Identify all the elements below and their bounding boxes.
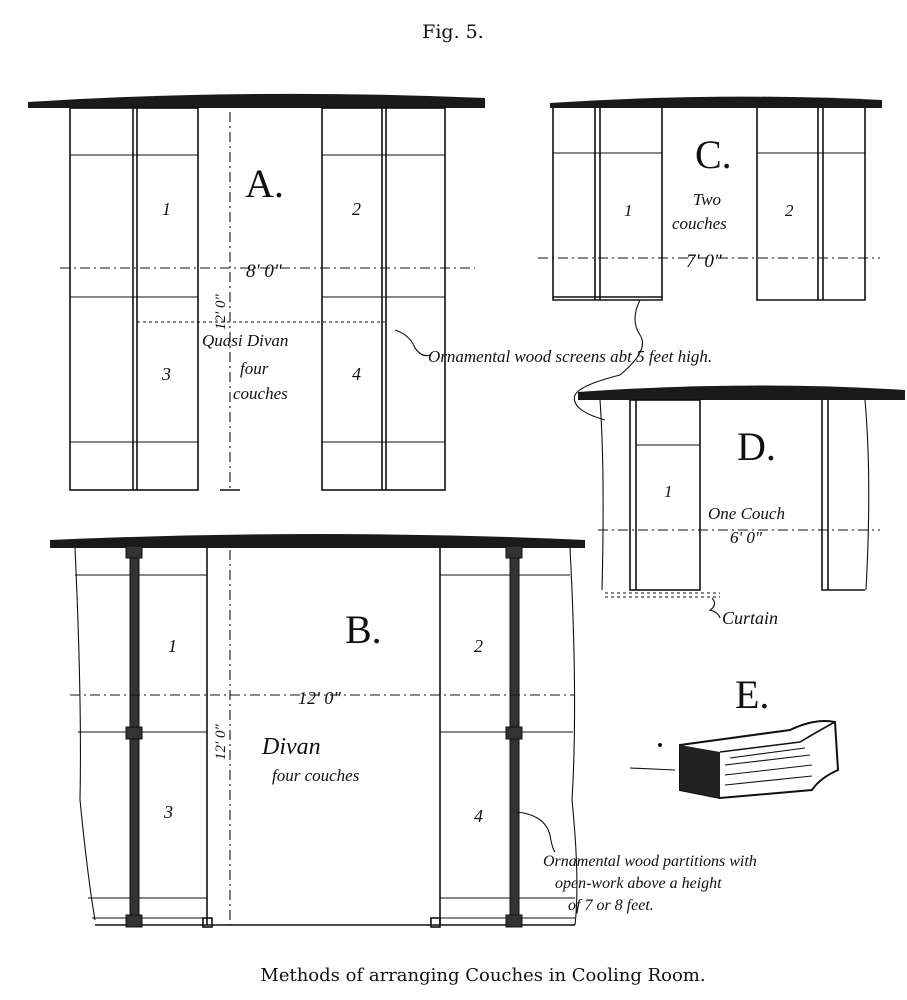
headrest-block-drawing (629, 720, 840, 800)
height-dimension: 12' 0" (213, 724, 229, 760)
panel-label: D. (737, 424, 776, 469)
panel-a: A. 1 2 3 4 8' 0" 12' 0" Quasi Divan four… (28, 93, 485, 491)
couch-number: 4 (352, 364, 361, 384)
panel-label: C. (695, 132, 732, 177)
panel-label: B. (345, 607, 382, 652)
figure-label: Fig. 5. (422, 21, 484, 43)
arrangement-title: four couches (272, 766, 360, 785)
couch-number: 2 (474, 636, 483, 656)
note-partitions: Ornamental wood partitions with (543, 853, 757, 870)
couch-number: 3 (163, 802, 173, 822)
couch-number: 1 (162, 199, 171, 219)
panel-label: A. (245, 161, 284, 206)
couch-number: 2 (352, 199, 361, 219)
figure-caption: Methods of arranging Couches in Cooling … (260, 965, 705, 986)
ceiling-a (28, 93, 485, 108)
couch-number: 1 (624, 201, 633, 220)
ceiling-b (50, 534, 585, 548)
width-dimension: 8' 0" (246, 261, 283, 282)
panel-d: D. 1 One Couch 6' 0" Curtain (578, 385, 905, 628)
arrangement-title: couches (233, 384, 288, 403)
ceiling-d (578, 385, 905, 400)
arrangement-title: Two (693, 190, 721, 209)
couch-number: 1 (168, 636, 177, 656)
couch-number: 2 (785, 201, 794, 220)
arrangement-title: four (240, 359, 269, 378)
arrangement-title: Divan (261, 734, 321, 760)
arrangement-title: One Couch (708, 504, 785, 523)
note-partitions: open-work above a height (555, 875, 722, 892)
couch-block-right (321, 107, 446, 491)
width-dimension: 12' 0" (298, 688, 341, 708)
panel-e: E. (629, 672, 840, 800)
curtain-label: Curtain (722, 608, 778, 628)
arrangement-title: couches (672, 214, 727, 233)
note-screens: Ornamental wood screens abt 5 feet high. (428, 347, 712, 366)
couch-block-left (69, 107, 199, 491)
couch-number: 1 (664, 482, 673, 501)
height-dimension: 12' 0" (213, 294, 229, 330)
note-partitions: of 7 or 8 feet. (568, 897, 654, 914)
couch-number: 4 (474, 806, 483, 826)
width-dimension: 6' 0" (730, 528, 763, 547)
arrangement-title: Quasi Divan (202, 331, 288, 350)
panel-label: E. (735, 672, 769, 717)
width-dimension: 7' 0" (686, 251, 723, 272)
couch-number: 3 (161, 364, 171, 384)
panel-c: C. 1 2 Two couches 7' 0" (538, 96, 882, 301)
ceiling-c (550, 96, 882, 108)
panel-b: B. 1 2 3 4 12' 0" 12' 0" Divan four couc… (50, 534, 585, 928)
